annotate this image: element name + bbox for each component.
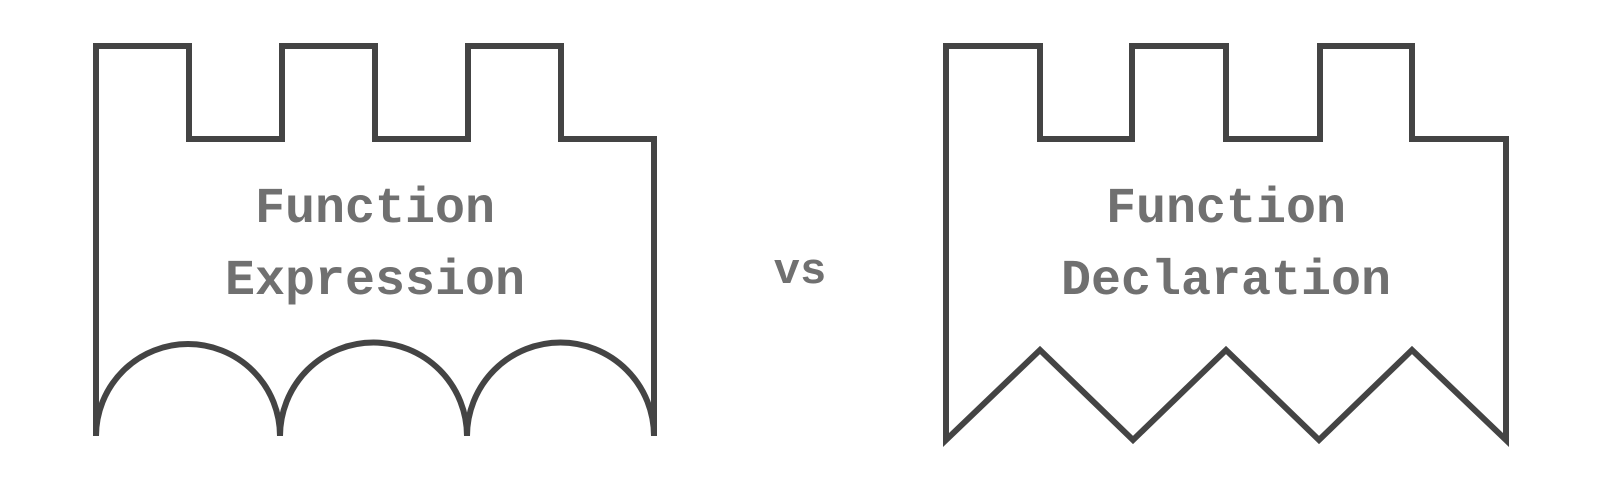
function-expression-shape <box>93 43 657 437</box>
vs-label: vs <box>774 247 827 297</box>
function-expression-label-line1: Function <box>255 181 495 238</box>
function-expression-block: Function Expression <box>93 43 657 437</box>
function-declaration-shape <box>943 43 1509 448</box>
function-declaration-block: Function Declaration <box>943 43 1509 448</box>
function-declaration-label-line2: Declaration <box>1061 253 1391 310</box>
function-declaration-label-line1: Function <box>1106 181 1346 238</box>
function-expression-label-line2: Expression <box>225 253 525 310</box>
